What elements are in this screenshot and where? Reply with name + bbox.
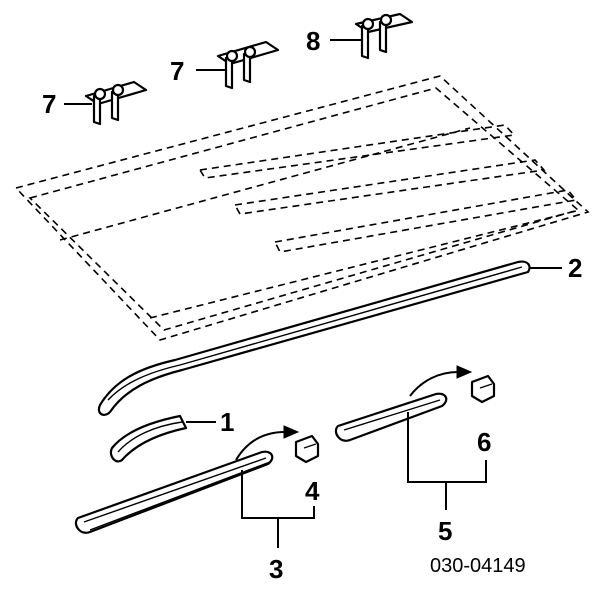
callout-part-3: 3	[269, 554, 283, 584]
bracket-3-4	[241, 470, 315, 548]
part-4-clip	[294, 434, 320, 464]
part-1-front-molding	[109, 414, 188, 463]
part-7-bracket-left	[84, 80, 148, 126]
part-2-roof-molding	[97, 260, 531, 416]
part-7-bracket-middle	[216, 40, 280, 90]
diagram-code: 030-04149	[430, 555, 526, 577]
callout-part-5: 5	[438, 516, 452, 546]
arrow-icon	[235, 425, 300, 461]
callout-part-6: 6	[477, 427, 491, 457]
callout-part-4: 4	[305, 476, 320, 506]
arrow-icon	[409, 365, 473, 397]
callout-part-8: 8	[306, 26, 320, 56]
part-8-bracket	[354, 12, 414, 60]
bracket-5-6	[407, 412, 487, 510]
callout-part-2: 2	[568, 253, 582, 283]
callout-part-1: 1	[220, 407, 234, 437]
part-5-side-molding-right	[334, 392, 448, 442]
callout-part-7-middle: 7	[170, 56, 184, 86]
part-3-side-molding-left	[74, 450, 274, 534]
roof-panel-outline	[14, 75, 590, 341]
part-6-clip	[470, 374, 496, 404]
callout-part-7-left: 7	[42, 89, 56, 119]
